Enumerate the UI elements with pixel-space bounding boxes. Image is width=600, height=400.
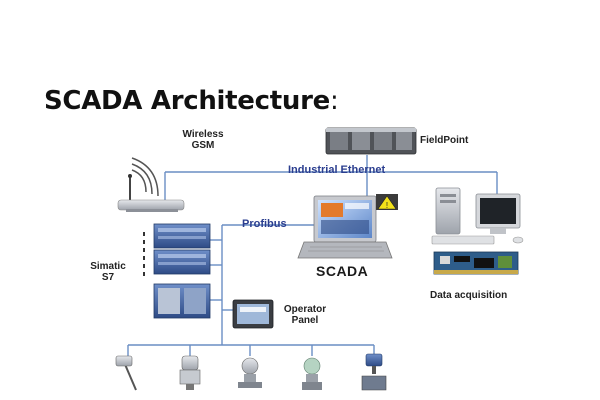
control-valve-icon <box>361 353 387 391</box>
operator-panel-label-line1: Operator <box>283 304 327 315</box>
operator-panel-icon <box>232 299 274 329</box>
wireless-gsm-label: Wireless GSM <box>178 129 228 151</box>
slide-title-text: SCADA Architecture <box>44 86 330 116</box>
scada-laptop-icon <box>297 195 393 259</box>
field-bus <box>127 344 375 356</box>
profibus-bus <box>210 224 315 345</box>
simatic-label-line2: S7 <box>101 272 115 283</box>
scada-label: SCADA <box>316 263 369 279</box>
wireless-gsm-label-line2: GSM <box>191 140 215 151</box>
data-acquisition-label: Data acquisition <box>430 290 508 301</box>
operator-panel-label-line2: Panel <box>291 315 319 326</box>
industrial-ethernet-bus <box>164 155 498 205</box>
simatic-s7-label: Simatic S7 <box>84 261 132 283</box>
operator-panel-label: Operator Panel <box>274 304 336 326</box>
daq-card-icon <box>433 251 519 275</box>
fieldpoint-label: FieldPoint <box>420 135 469 146</box>
level-transmitter-icon <box>302 357 322 390</box>
slide-title-colon: : <box>329 86 339 116</box>
wireless-gsm-label-line1: Wireless <box>182 129 224 140</box>
wireless-router-icon <box>117 157 185 212</box>
fieldpoint-module-icon <box>325 127 417 155</box>
simatic-label-line1: Simatic <box>90 261 126 272</box>
temperature-sensor-icon <box>115 355 137 391</box>
profibus-label: Profibus <box>242 218 287 230</box>
desktop-pc-icon <box>431 187 524 245</box>
simatic-s7-plc-icon <box>153 223 211 319</box>
warning-icon: ! <box>376 194 398 210</box>
flow-meter-icon <box>238 357 262 388</box>
industrial-ethernet-label: Industrial Ethernet <box>288 164 386 176</box>
slide-title: SCADA Architecture: <box>44 86 339 116</box>
svg-text:!: ! <box>386 201 388 210</box>
pressure-transmitter-icon <box>179 355 201 390</box>
